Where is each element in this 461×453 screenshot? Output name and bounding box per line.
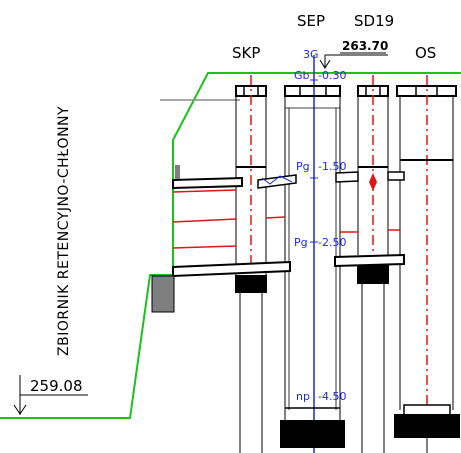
level-marker-bottom [13, 375, 88, 415]
pg1-depth: -1.50 [318, 160, 346, 173]
label-os: OS [415, 44, 436, 62]
gb-depth: -0.30 [318, 69, 346, 82]
column-sep [280, 85, 345, 448]
label-sd19: SD19 [354, 12, 394, 30]
gb-label: Gb [294, 69, 310, 82]
red-pipe-lines [172, 189, 400, 249]
pg2-depth: -2.50 [318, 236, 346, 249]
level-marker-top [319, 52, 388, 69]
label-sep: SEP [297, 12, 325, 30]
pg1-label: Pg [296, 160, 310, 173]
vertical-title: ZBIORNIK RETENCYJNO-CHŁONNY [56, 106, 72, 356]
label-skp: SKP [232, 44, 260, 62]
level-top-value: 263.70 [342, 39, 388, 53]
pipe-upper [172, 171, 405, 190]
np-depth: -4.50 [318, 390, 346, 403]
column-os [394, 75, 460, 453]
pipe-lower [172, 253, 405, 290]
gray-marker [175, 165, 180, 179]
gray-block [151, 275, 175, 313]
level-bottom-value: 259.08 [30, 377, 83, 395]
np-label: np [296, 390, 310, 403]
tag-3g: 3G [303, 48, 319, 61]
pg2-label: Pg [294, 236, 308, 249]
